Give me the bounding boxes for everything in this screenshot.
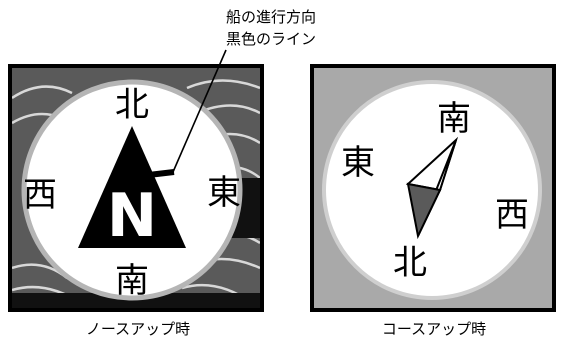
north-marker-letter: N: [107, 181, 157, 251]
label-east: 東: [207, 173, 241, 213]
needle-dark-half: [406, 182, 442, 240]
map-dark-band: [12, 293, 260, 308]
label-south: 南: [437, 99, 471, 139]
annotation-line-2: 黒色のライン: [225, 30, 316, 48]
north-up-caption: ノースアップ時: [85, 320, 191, 338]
course-up-panel: 南 東 西 北: [310, 64, 556, 312]
label-south: 南: [115, 261, 149, 301]
ship-heading-annotation: 船の進行方向 黒色のライン: [196, 6, 346, 50]
north-triangle-marker: [78, 126, 186, 248]
label-east: 東: [341, 143, 375, 183]
north-up-panel: N 北 南 西 東: [8, 64, 264, 312]
north-up-compass-svg: N 北 南 西 東: [12, 68, 260, 308]
label-west: 西: [23, 175, 57, 215]
label-west: 西: [495, 195, 529, 235]
label-north: 北: [115, 85, 149, 125]
label-north: 北: [393, 243, 427, 283]
course-up-compass-svg: 南 東 西 北: [314, 68, 552, 308]
annotation-line-1: 船の進行方向: [225, 8, 316, 26]
course-up-caption: コースアップ時: [381, 320, 487, 338]
